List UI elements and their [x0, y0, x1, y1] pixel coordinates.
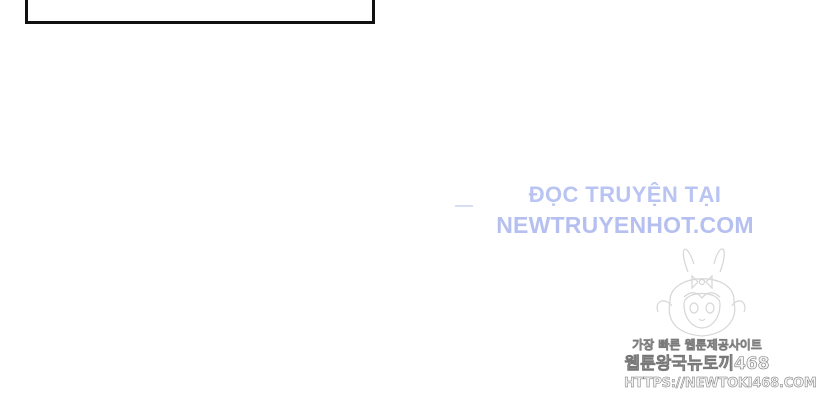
watermark-dash [455, 205, 473, 207]
comic-page: ĐỌC TRUYỆN TẠI NEWTRUYENHOT.COM [25, 0, 817, 393]
korean-site-url: HTTPS://NEWTOKI468.COM [624, 376, 817, 392]
bunny-girl-mascot-icon [656, 248, 746, 337]
korean-tagline: 가장 빠른 웹툰제공사이트 [632, 338, 762, 352]
korean-site-name: 웹툰왕국뉴토끼468 [624, 354, 770, 375]
watermark-read-at-text: ĐỌC TRUYỆN TẠI [528, 182, 722, 207]
watermark-site-url: NEWTRUYENHOT.COM [496, 212, 754, 238]
comic-panel-frame [25, 0, 375, 24]
korean-watermark: 가장 빠른 웹툰제공사이트 웹툰왕국뉴토끼468 HTTPS://NEWTOKI… [624, 337, 817, 393]
